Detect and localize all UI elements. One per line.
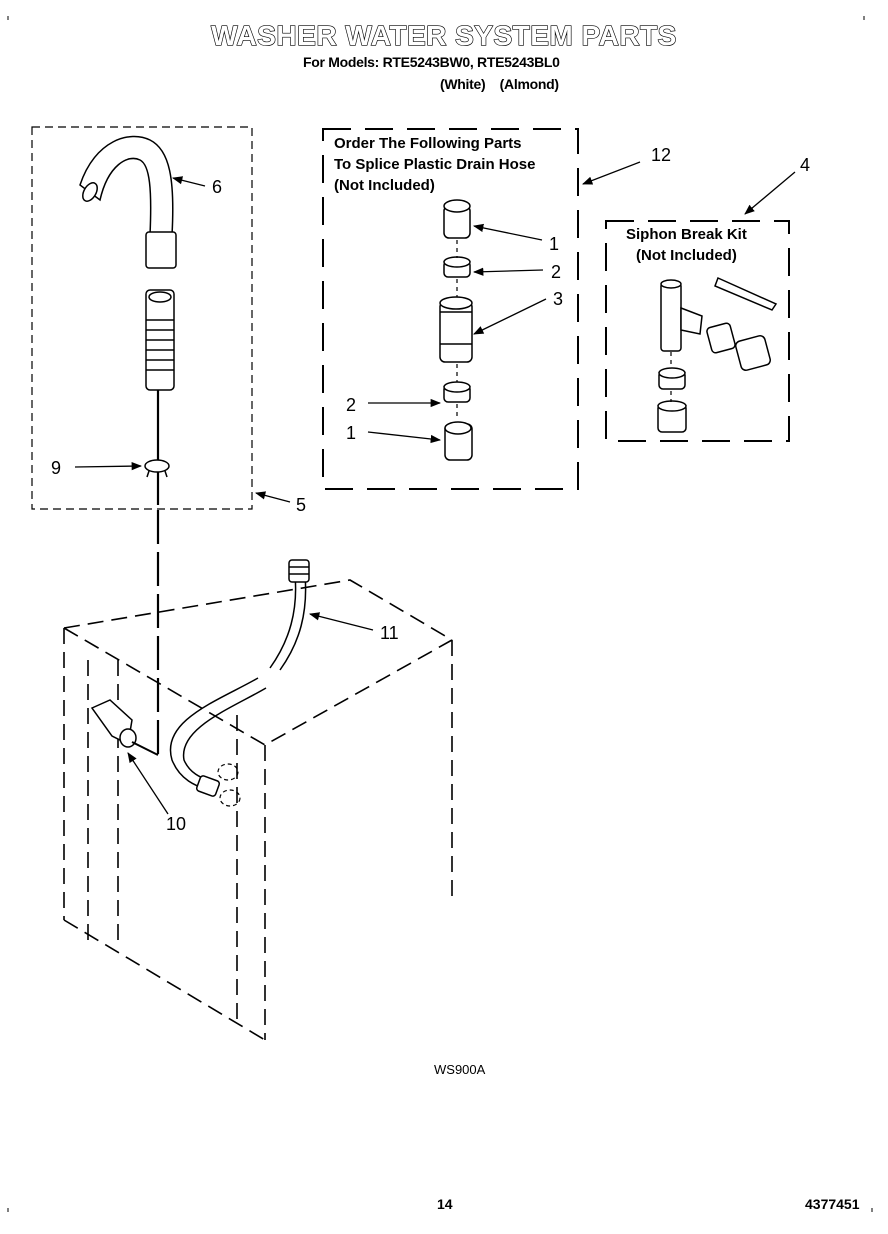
- siphon-label-line1: Siphon Break Kit: [626, 226, 747, 243]
- page-title: WASHER WATER SYSTEM PARTS: [210, 19, 677, 51]
- callout-9: 9: [51, 458, 62, 478]
- siphon-kit-box: [605, 220, 790, 442]
- valve-ports: [217, 763, 241, 807]
- splice-label-line3: (Not Included): [334, 177, 435, 194]
- inlet-hose-fitting-top: [288, 559, 310, 583]
- callout-6: 6: [212, 177, 223, 197]
- models-line: For Models: RTE5243BW0, RTE5243BL0: [303, 54, 560, 70]
- siphon-tie: [714, 276, 778, 311]
- splice-coupler-top: [443, 199, 471, 239]
- siphon-clamp-bottom: [658, 367, 686, 390]
- registration-marks: [7, 16, 873, 1212]
- splice-coupler-bottom: [444, 421, 473, 461]
- splice-parts-label: Order The Following Parts To Splice Plas…: [334, 133, 535, 196]
- callout-3: 3: [553, 289, 564, 309]
- callout-11: 11: [380, 623, 399, 643]
- siphon-cap-bottom: [657, 400, 687, 433]
- callout-5: 5: [296, 495, 307, 515]
- callout-10: 10: [166, 814, 187, 834]
- washer-cabinet-outline: [63, 579, 453, 1041]
- siphon-kit-label: Siphon Break Kit (Not Included): [626, 224, 747, 266]
- hose-clamp: [144, 459, 170, 478]
- callout-2-bottom: 2: [346, 395, 357, 415]
- splice-label-line1: Order The Following Parts: [334, 135, 522, 152]
- splice-clamp-bottom: [443, 381, 471, 403]
- elbow-to-hose: [131, 741, 159, 756]
- callout-4: 4: [800, 155, 811, 175]
- splice-clamp-top: [443, 256, 471, 278]
- callout-1-top: 1: [549, 234, 560, 254]
- splice-label-line2: To Splice Plastic Drain Hose: [334, 156, 536, 173]
- colors-line: (White) (Almond): [440, 76, 559, 92]
- splice-parts-box: [322, 128, 579, 490]
- document-number: 4377451: [805, 1196, 860, 1212]
- callout-1-bottom: 1: [346, 423, 357, 443]
- diagram-code: WS900A: [434, 1062, 486, 1077]
- drain-hose-group-box: [31, 126, 253, 510]
- callout-12: 12: [651, 145, 672, 165]
- splice-connector: [439, 296, 473, 363]
- siphon-clamp-side: [706, 322, 736, 354]
- inlet-hose-fitting-bottom: [195, 775, 221, 797]
- siphon-label-line2: (Not Included): [636, 247, 737, 264]
- drain-elbow-fitting: [90, 699, 137, 748]
- drain-hose-hook: [79, 135, 177, 269]
- leader-arrows: [74, 161, 796, 815]
- callout-2-top: 2: [551, 262, 562, 282]
- page-number: 14: [437, 1196, 453, 1212]
- corrugated-hose: [145, 289, 175, 391]
- siphon-tee: [660, 279, 703, 352]
- siphon-coupler-side: [735, 335, 771, 371]
